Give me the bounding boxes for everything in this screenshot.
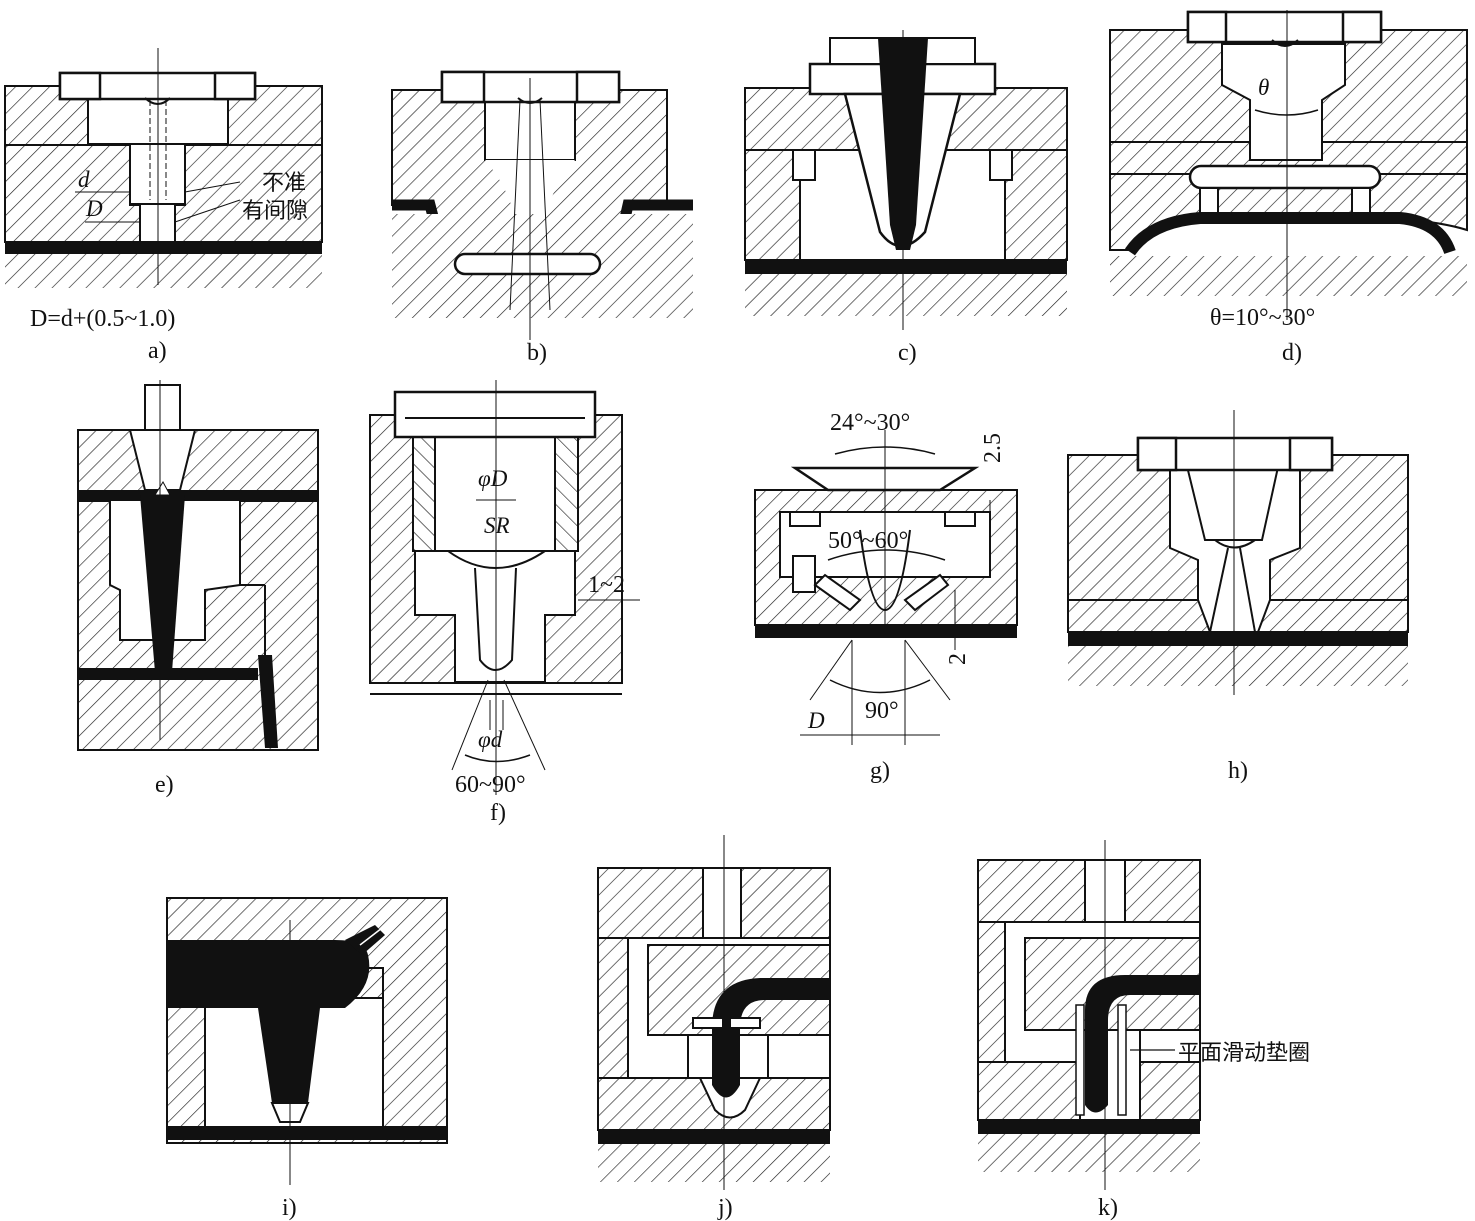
panel-e-caption: e) — [155, 772, 174, 798]
panel-g-label-90: 90° — [865, 698, 899, 724]
panel-d-formula: θ=10°~30° — [1210, 305, 1315, 331]
panel-h: h) — [1067, 410, 1409, 784]
panel-a-note-2: 有间隙 — [242, 199, 308, 224]
panel-d-theta: θ — [1258, 75, 1269, 100]
panel-f-label-phid: φd — [478, 727, 503, 752]
panel-a-label-D: D — [85, 196, 103, 221]
panel-c: c) — [744, 30, 1068, 366]
panel-g-mid-angle: 50°~60° — [828, 528, 908, 554]
panel-g-label-25: 2.5 — [980, 433, 1006, 463]
panel-j-caption: j) — [717, 1195, 733, 1221]
panel-a-caption: a) — [148, 338, 167, 364]
panel-k-callout: 平面滑动垫圈 — [1178, 1041, 1310, 1066]
panel-h-caption: h) — [1228, 758, 1248, 784]
panel-a-note-1: 不准 — [262, 171, 306, 196]
panel-g-label-D: D — [807, 708, 825, 733]
panel-i-melt — [167, 940, 370, 1103]
panel-f-label-phiD: φD — [478, 466, 508, 491]
panel-g-label-2: 2 — [945, 653, 971, 665]
panel-a: d D 不准 有间隙 D=d+(0.5~1.0) a) — [4, 48, 323, 364]
panel-g-caption: g) — [870, 758, 890, 784]
panel-f: φD SR 1~2 φd 60~90° f) — [369, 380, 640, 826]
panel-c-caption: c) — [898, 340, 917, 366]
panel-j: j) — [597, 835, 831, 1221]
panel-a-base-plate — [5, 241, 322, 254]
panel-k: 平面滑动垫圈 k) — [977, 840, 1310, 1221]
panel-c-base-plate — [745, 260, 1067, 274]
panel-d: θ θ=10°~30° d) — [1109, 10, 1468, 366]
panel-e: e) — [77, 380, 319, 798]
panel-i-caption: i) — [282, 1195, 297, 1221]
panel-a-formula: D=d+(0.5~1.0) — [30, 306, 175, 332]
panel-b: b) — [391, 70, 693, 366]
panel-a-label-d: d — [78, 167, 90, 192]
panel-k-caption: k) — [1098, 1195, 1118, 1221]
panel-i: i) — [166, 897, 448, 1221]
panel-f-label-angle: 60~90° — [455, 772, 526, 798]
panel-f-label-SR: SR — [484, 513, 510, 538]
panel-f-label-gap: 1~2 — [588, 572, 625, 598]
panel-g-top-angle: 24°~30° — [830, 410, 910, 436]
panel-g: 24°~30° 50°~60° 2.5 2 90° D g) — [754, 410, 1018, 784]
panel-d-caption: d) — [1282, 340, 1302, 366]
panel-b-caption: b) — [527, 340, 547, 366]
panel-j-melt — [712, 978, 830, 1098]
panel-e-melt-channel — [140, 495, 185, 672]
panel-f-caption: f) — [490, 800, 506, 826]
